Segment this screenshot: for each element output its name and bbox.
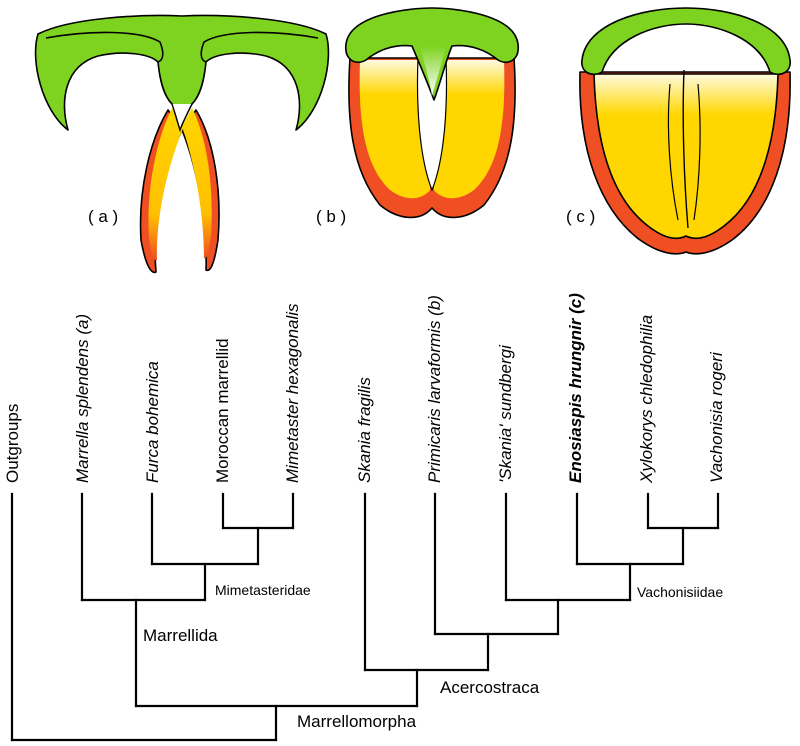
primicaris-right-valve <box>434 60 505 199</box>
clade-marrellida: Marrellida <box>143 626 218 645</box>
taxon-labels: Outgroups Marrella splendens (a) Furca b… <box>3 293 726 484</box>
taxon-outgroups: Outgroups <box>3 404 22 483</box>
panel-label-b: ( b ) <box>316 207 346 226</box>
primicaris-head-shade <box>420 46 446 96</box>
marrella-head-line-left <box>45 31 164 63</box>
taxon-xylokorys: Xylokorys chledophilia <box>637 315 656 484</box>
taxon-skania: Skania fragilis <box>355 377 374 483</box>
taxon-primicaris: Primicaris larvaformis (b) <box>425 295 444 483</box>
enosiaspis-carapace <box>593 73 779 240</box>
enosiaspis-midline <box>682 69 689 229</box>
taxon-mimetaster: Mimetaster hexagonalis <box>283 303 302 483</box>
enosiaspis-line-left <box>667 83 679 221</box>
marrella-left-spine <box>148 108 184 261</box>
clade-vachonisiidae: Vachonisiidae <box>637 584 723 600</box>
marrella-neck <box>171 103 193 133</box>
taxon-marrella: Marrella splendens (a) <box>73 314 92 483</box>
taxon-enosiaspis: Enosiaspis hrungnir (c) <box>566 293 585 483</box>
primicaris-left-valve <box>359 60 430 199</box>
clade-acercostraca: Acercostraca <box>440 678 540 697</box>
illustration-enosiaspis <box>579 7 791 255</box>
taxon-moroccan: Moroccan marrellid <box>213 338 232 483</box>
marrella-right-spine <box>182 108 212 259</box>
illustration-marrella <box>34 14 330 274</box>
cladogram <box>10 492 720 742</box>
enosiaspis-head <box>581 7 791 76</box>
taxon-vachonisia: Vachonisia rogeri <box>707 351 726 483</box>
taxon-furca: Furca bohemica <box>143 361 162 483</box>
panel-label-a: ( a ) <box>88 207 118 226</box>
marrella-head-line-right <box>200 31 319 63</box>
primicaris-slit <box>416 57 448 192</box>
enosiaspis-line-right <box>693 83 701 221</box>
clade-mimetasteridae: Mimetasteridae <box>215 582 311 598</box>
taxon-skania-sundbergi: 'Skania' sundbergi <box>496 344 515 483</box>
illustration-primicaris <box>345 7 519 219</box>
clade-marrellomorpha: Marrellomorpha <box>297 712 417 731</box>
panel-label-c: ( c ) <box>566 207 595 226</box>
